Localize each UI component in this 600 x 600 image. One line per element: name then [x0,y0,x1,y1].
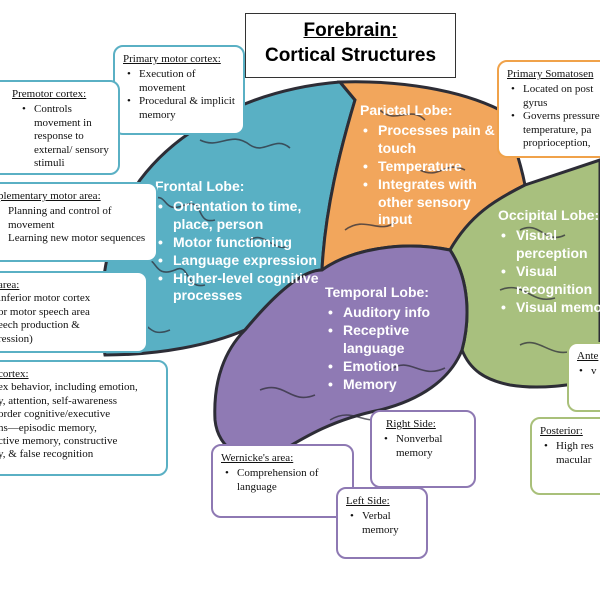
left-side-title: Left Side: [346,495,390,507]
anterior-box: Ante v [567,342,600,412]
temporal-lobe-item: Memory [328,376,455,394]
title-box: Forebrain: Cortical Structures [245,13,456,78]
premotor-cortex-list: Controls movement in response to externa… [0,103,110,170]
box-line: or motor speech area [0,305,90,318]
temporal-lobe-item: Auditory info [328,304,455,322]
parietal-lobe-item: Temperature [363,158,500,176]
parietal-lobe-list: Processes pain & touch Temperature Integ… [360,122,500,229]
supplementary-motor-area-box: plementary motor area: Planning and cont… [0,182,158,262]
temporal-lobe-item: Receptive language [328,322,455,358]
anterior-title: Ante [577,350,599,362]
box-item: Governs pressure temperature, pa proprio… [511,110,600,150]
parietal-lobe-item: Processes pain & touch [363,122,500,158]
primary-somatosensory-title: Primary Somatosen [507,68,594,80]
supplementary-motor-area-title: plementary motor area: [0,190,101,202]
primary-motor-cortex-list: Execution of movement Procedural & impli… [123,68,235,122]
right-side-list: Nonverbal memory [380,433,466,460]
box-item: Located on post gyrus [511,83,600,110]
parietal-lobe-title: Parietal Lobe: [360,102,453,118]
title-line-2: Cortical Structures [264,44,437,66]
wernickes-area-box: Wernicke's area: Comprehension of langua… [211,444,354,518]
primary-motor-cortex-title: Primary motor cortex: [123,53,221,65]
supplementary-motor-area-list: Planning and control of movement Learnin… [0,205,148,245]
box-item: Planning and control of movement [8,205,148,232]
box-item: Comprehension of language [225,467,344,494]
frontal-lobe-item: Orientation to time, place, person [158,198,325,234]
parietal-lobe-label: Parietal Lobe: Processes pain & touch Te… [360,102,500,229]
posterior-title: Posterior: [540,425,583,437]
box-line: y, & false recognition [0,448,94,461]
occipital-lobe-label: Occipital Lobe: Visual perception Visual… [498,207,600,316]
frontal-lobe-title: Frontal Lobe: [155,178,245,194]
anterior-list: v [577,365,600,379]
prefrontal-cortex-title: cortex: [0,368,29,380]
box-line: y, attention, self-awareness [0,394,118,407]
temporal-lobe-title: Temporal Lobe: [325,284,429,300]
box-item: Procedural & implicit memory [127,95,235,122]
left-side-list: Verbal memory [346,510,418,537]
posterior-list: High res macular [540,440,600,467]
box-line: ression) [0,332,33,345]
occipital-lobe-item: Visual memo [501,299,600,317]
frontal-lobe-item: Language expression [158,252,325,270]
box-line: inferior motor cortex [0,292,91,305]
box-line: ctive memory, constructive [0,435,118,448]
frontal-lobe-label: Frontal Lobe: Orientation to time, place… [155,178,325,305]
brocas-area-title: area: [0,279,20,291]
left-side-box: Left Side: Verbal memory [336,487,428,559]
parietal-lobe-item: Integrates with other sensory input [363,176,500,230]
primary-motor-cortex-box: Primary motor cortex: Execution of movem… [113,45,245,135]
occipital-lobe-item: Visual perception [501,227,596,263]
premotor-cortex-box: Premotor cortex: Controls movement in re… [0,80,120,175]
box-item: Controls movement in response to externa… [22,103,110,170]
wernickes-area-title: Wernicke's area: [221,452,294,464]
temporal-lobe-list: Auditory info Receptive language Emotion… [325,304,455,394]
box-item: Execution of movement [127,68,235,95]
brocas-area-box: area: inferior motor cortex or motor spe… [0,271,148,353]
frontal-lobe-list: Orientation to time, place, person Motor… [155,198,325,305]
prefrontal-cortex-box: cortex: ex behavior, including emotion, … [0,360,168,476]
primary-somatosensory-box: Primary Somatosen Located on post gyrus … [497,60,600,158]
box-line: eech production & [0,319,80,332]
box-item: Nonverbal memory [384,433,466,460]
right-side-box: Right Side: Nonverbal memory [370,410,476,488]
box-line: order cognitive/executive [0,408,111,421]
premotor-cortex-title: Premotor cortex: [12,88,87,100]
occipital-lobe-title: Occipital Lobe: [498,207,600,223]
box-item: Learning new motor sequences [8,232,148,245]
wernickes-area-list: Comprehension of language [221,467,344,494]
frontal-lobe-item: Higher-level cognitive processes [158,270,325,306]
box-item: v [579,365,600,379]
frontal-lobe-item: Motor functioning [158,234,325,252]
primary-somatosensory-list: Located on post gyrus Governs pressure t… [507,83,600,150]
occipital-lobe-item: Visual recognition [501,263,596,299]
box-item: Verbal memory [350,510,418,537]
temporal-lobe-item: Emotion [328,358,455,376]
right-side-title: Right Side: [386,418,436,430]
temporal-lobe-label: Temporal Lobe: Auditory info Receptive l… [325,284,455,393]
title-line-1: Forebrain: [303,20,398,41]
box-item: High res macular [544,440,600,467]
box-line: ns—episodic memory, [0,421,97,434]
box-line: ex behavior, including emotion, [0,381,138,394]
occipital-lobe-list: Visual perception Visual recognition Vis… [498,227,600,317]
posterior-box: Posterior: High res macular [530,417,600,495]
